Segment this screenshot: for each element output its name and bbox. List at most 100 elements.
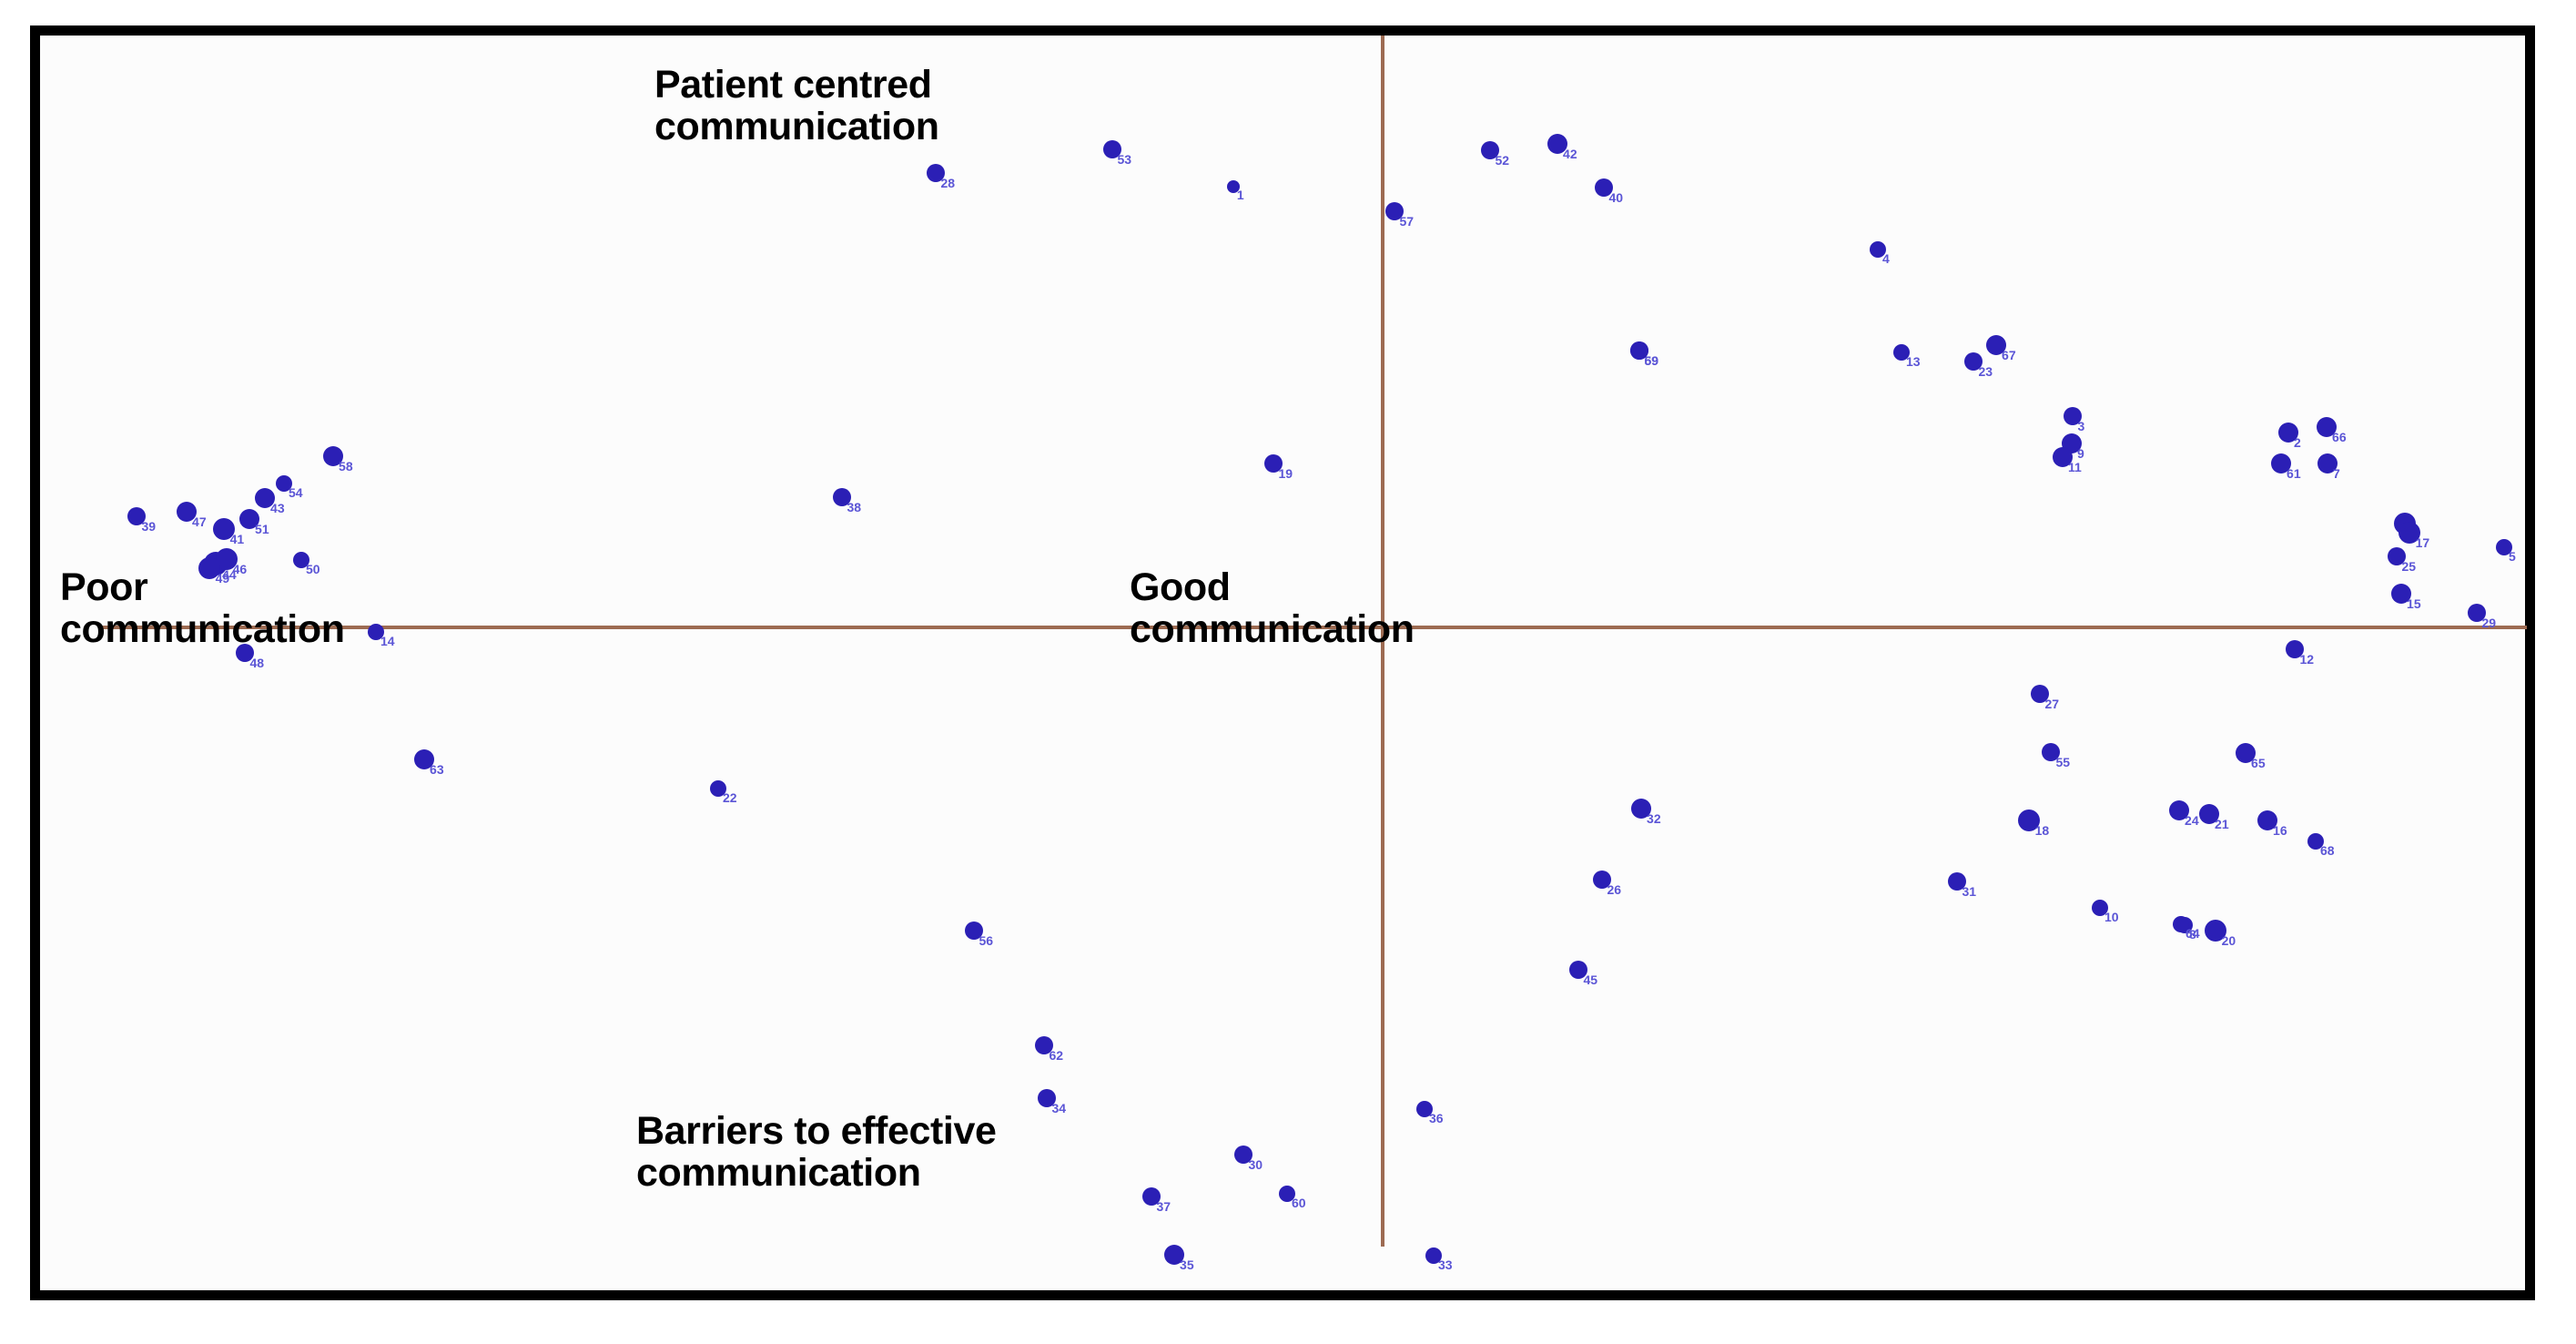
data-point-label: 59 [1644,352,1659,368]
data-point-label: 38 [847,499,862,514]
data-point-label: 37 [1156,1198,1171,1214]
data-point-label: 33 [1437,1257,1453,1273]
figure-frame: Patient centred communication Barriers t… [30,25,2535,1300]
horizontal-axis [99,626,2527,629]
data-point-marker [2399,522,2420,544]
data-point-marker [1870,241,1886,258]
data-point-label: 48 [249,655,265,670]
data-point-marker [236,644,254,662]
data-point-label: 68 [2319,843,2335,859]
data-point-marker [1547,134,1567,154]
quadrant-label-top: Patient centred communication [654,63,939,148]
data-point-label: 30 [1248,1156,1263,1172]
data-point-marker [2205,920,2226,942]
data-point-marker [276,475,292,492]
data-point-label: 34 [1051,1100,1067,1115]
data-point-label: 51 [255,521,269,536]
data-point-label: 44 [222,566,237,582]
data-point-label: 31 [1962,883,1977,899]
data-point-label: 63 [430,761,444,777]
data-point-label: 67 [2002,347,2016,362]
data-point-marker [2018,809,2040,831]
data-point-label: 24 [2185,812,2199,828]
data-point-marker [2031,685,2049,703]
data-point-marker [177,502,197,522]
data-point-label: 7 [2333,465,2340,481]
data-point-label: 13 [1905,354,1921,370]
data-point-marker [2278,423,2298,443]
data-point-marker [1279,1186,1295,1202]
data-point-label: 27 [2044,696,2060,711]
data-point-marker [2173,916,2189,932]
data-point-marker [1385,202,1404,220]
data-point-label: 61 [2287,465,2301,481]
data-point-marker [368,624,384,640]
data-point-label: 2 [2294,434,2301,450]
data-point-marker [1631,799,1651,819]
data-point-label: 8 [2188,927,2196,942]
data-point-label: 11 [2068,459,2082,474]
data-point-label: 22 [722,790,737,806]
data-point-label: 23 [1978,363,1993,379]
data-point-marker [1595,178,1613,197]
data-point-label: 20 [2221,933,2236,949]
data-point-label: 4 [1881,251,1890,267]
data-point-marker [2388,547,2406,565]
data-point-label: 5 [2508,549,2516,565]
data-point-label: 43 [270,500,285,515]
data-point-marker [2053,447,2073,467]
vertical-axis [1381,36,1384,1247]
data-point-marker [1593,871,1611,889]
data-point-marker [2092,900,2108,916]
data-point-label: 55 [2055,754,2071,769]
data-point-label: 42 [1563,146,1577,161]
data-point-label: 52 [1495,152,1510,168]
data-point-marker [2317,453,2338,473]
data-point-label: 60 [1291,1196,1306,1211]
data-point-marker [2286,640,2304,658]
data-point-marker [1234,1145,1253,1164]
data-point-label: 21 [2215,816,2229,831]
data-point-label: 58 [339,458,353,473]
data-point-label: 32 [1647,810,1661,826]
data-point-marker [1227,180,1240,193]
data-point-marker [1630,341,1648,360]
data-point-marker [1986,335,2006,355]
data-point-marker [833,488,851,506]
quadrant-label-bottom: Barriers to effective communication [636,1109,997,1195]
data-point-marker [965,921,983,940]
data-point-marker [1948,872,1966,891]
data-point-label: 49 [215,571,230,586]
data-point-label: 36 [1428,1111,1444,1126]
data-point-label: 39 [141,518,157,534]
data-point-label: 41 [229,532,245,547]
data-point-marker [1425,1247,1442,1264]
data-point-label: 17 [2415,535,2430,551]
data-point-label: 56 [979,932,994,948]
data-point-marker [2496,539,2512,555]
data-point-label: 12 [2299,651,2315,667]
data-point-label: 35 [1180,1257,1194,1272]
data-point-label: 53 [1117,151,1132,167]
data-point-label: 28 [940,175,956,190]
data-point-marker [414,749,434,769]
data-point-label: 10 [2104,910,2119,925]
data-point-marker [1142,1187,1161,1206]
data-point-label: 15 [2407,596,2421,611]
data-point-label: 26 [1607,881,1622,897]
quadrant-label-right: Good communication [1130,565,1415,651]
data-point-marker [198,557,220,579]
data-point-marker [1569,961,1587,979]
data-point-label: 16 [2273,822,2287,838]
data-point-label: 45 [1583,972,1598,987]
data-point-label: 62 [1049,1047,1064,1063]
data-point-label: 65 [2251,755,2266,770]
data-point-marker [2257,810,2277,830]
data-point-label: 9 [2077,445,2084,461]
quadrant-label-left: Poor communication [60,565,345,651]
data-point-marker [710,780,726,797]
data-point-label: 57 [1399,213,1415,229]
data-point-marker [2317,417,2337,437]
data-point-label: 64 [2185,926,2200,942]
data-point-marker [323,446,343,466]
